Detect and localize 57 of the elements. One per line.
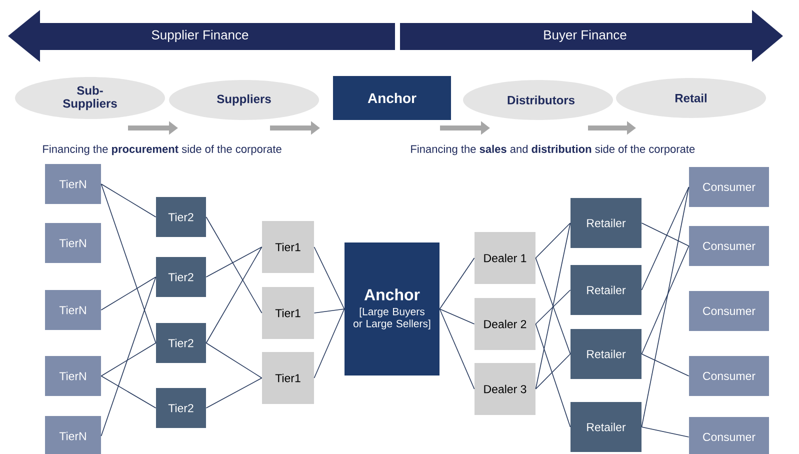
caption-text: Financing the procurement side of the corporate [43, 144, 282, 156]
connector-line [206, 342, 262, 378]
connector-line [100, 276, 156, 436]
party-box: TierN [45, 416, 102, 454]
party-box: TierN [45, 290, 102, 330]
connector-line [206, 246, 262, 278]
party-box: Tier1 [262, 352, 314, 404]
party-box: Retailer [570, 329, 642, 379]
connector-line [535, 354, 571, 390]
connector-line [641, 186, 690, 428]
party-box: Consumer [689, 167, 769, 207]
connector-line [439, 258, 475, 310]
party-box: Dealer 2 [474, 298, 536, 350]
connector-line [314, 308, 345, 314]
party-box: Dealer 3 [474, 363, 536, 415]
connector-line [314, 308, 345, 378]
party-box: TierN [45, 356, 102, 396]
party-box: Consumer [689, 291, 769, 331]
caption-text: Financing the sales and distribution side of the corporate [411, 144, 695, 156]
anchor-box: Anchor [333, 76, 451, 120]
connector-line [100, 184, 156, 344]
connector-line [535, 324, 571, 428]
party-box: Tier1 [262, 287, 314, 339]
connector-line [641, 246, 690, 354]
party-box: TierN [45, 223, 102, 263]
connector-line [535, 222, 571, 258]
connector-line [535, 290, 571, 324]
connector-line [439, 308, 475, 324]
party-box: Dealer 1 [474, 232, 536, 284]
party-box: Consumer [689, 417, 769, 454]
connector-line [641, 186, 690, 290]
connector-line [100, 376, 156, 408]
party-box: Consumer [689, 356, 769, 396]
anchor-box: Anchor [Large Buyers or Large Sellers] [344, 242, 440, 376]
connector-line [206, 216, 262, 314]
connector-line [439, 308, 475, 390]
party-box: Tier2 [156, 388, 206, 428]
connector-line [641, 426, 690, 438]
connector-line [100, 184, 156, 218]
party-box: Tier2 [156, 323, 206, 363]
connector-line [641, 222, 690, 246]
party-box: Retailer [570, 265, 642, 315]
connector-line [535, 222, 571, 390]
party-box: Tier2 [156, 197, 206, 237]
party-box: Tier2 [156, 257, 206, 297]
party-box: Retailer [570, 402, 642, 452]
connector-line [100, 276, 156, 310]
connector-line [314, 246, 345, 310]
party-box: TierN [45, 164, 102, 204]
connector-line [535, 258, 571, 354]
connector-line [206, 246, 262, 344]
party-box: Consumer [689, 226, 769, 266]
party-box: Retailer [570, 198, 642, 248]
party-box: Tier1 [262, 221, 314, 273]
connector-line [641, 354, 690, 376]
connector-line [100, 342, 156, 376]
connector-line [206, 378, 262, 408]
